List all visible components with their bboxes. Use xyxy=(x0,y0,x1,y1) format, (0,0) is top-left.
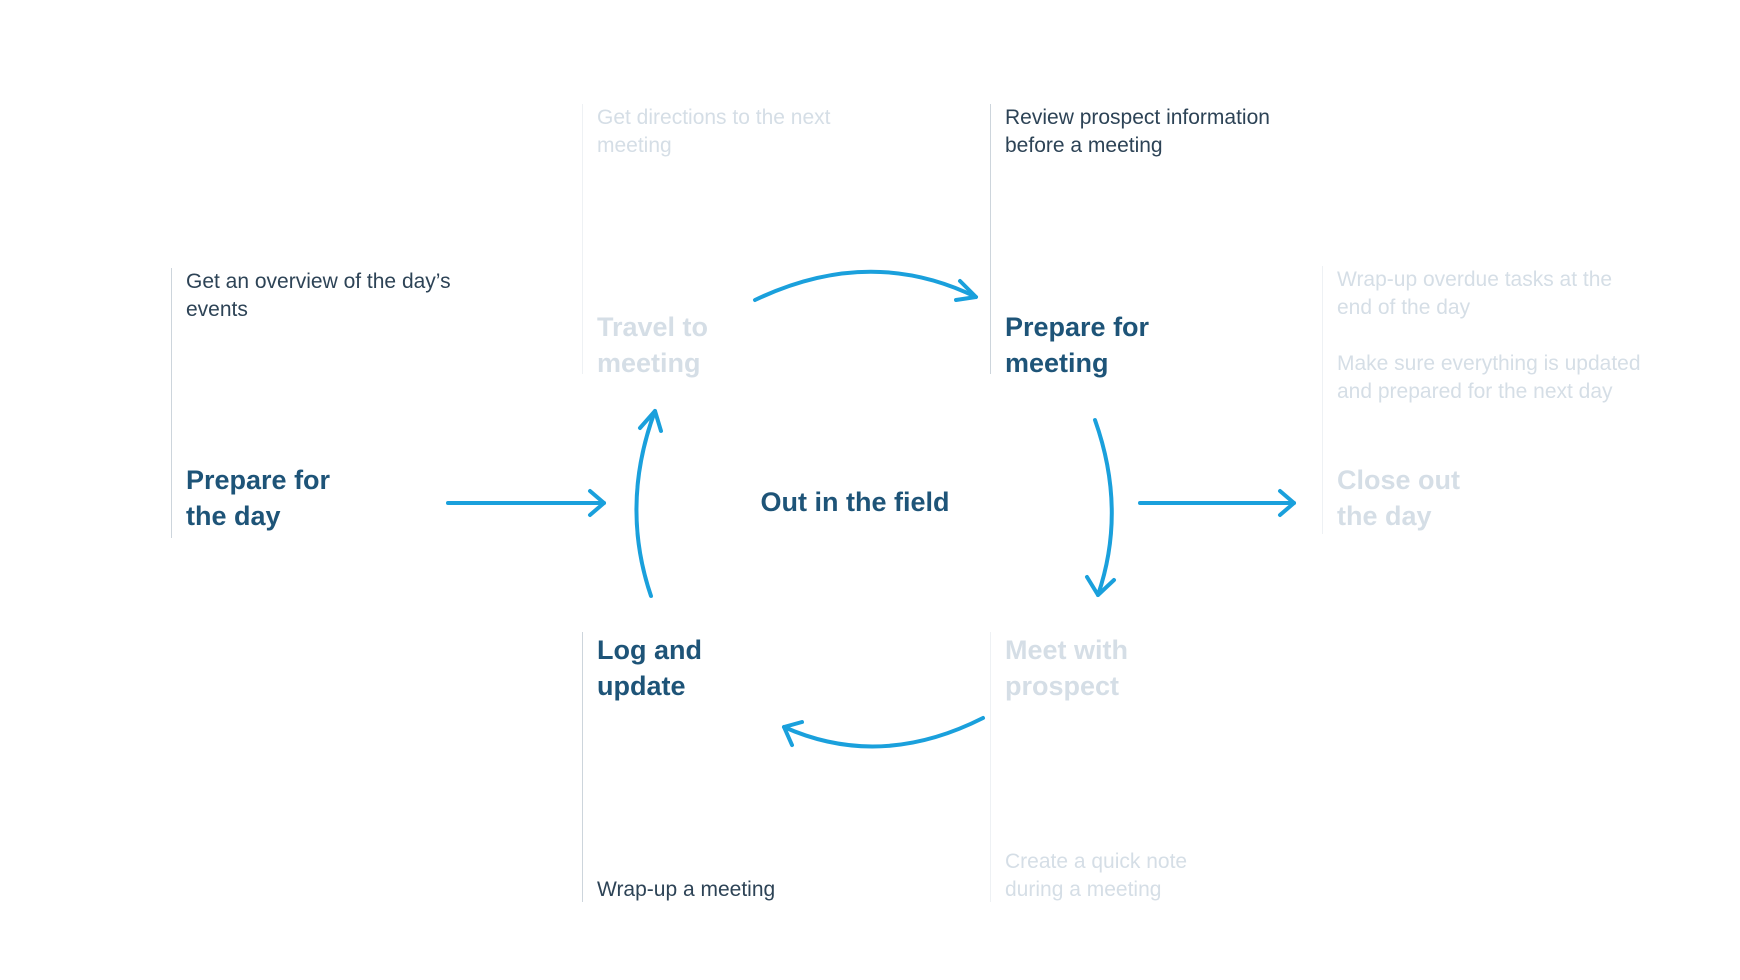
stage-travel-description: Get directions to the next meeting xyxy=(597,106,831,157)
stage-close-out: Wrap-up overdue tasks at the end of the … xyxy=(1322,266,1662,534)
arrow-prepare-to-meet xyxy=(1085,418,1116,597)
stage-travel-title: Travel to meeting xyxy=(597,312,709,378)
stage-log-update: Log and update Wrap-up a meeting xyxy=(582,632,852,902)
stage-prepare-meeting-title: Prepare for meeting xyxy=(1005,312,1150,378)
arrow-log-to-travel xyxy=(634,409,663,598)
stage-close-out-description-2: Make sure everything is updated and prep… xyxy=(1337,352,1641,403)
stage-prepare-meeting-description: Review prospect information before a mee… xyxy=(1005,106,1270,157)
arrow-meet-to-log xyxy=(782,716,985,749)
cycle-center-label: Out in the field xyxy=(760,487,950,517)
stage-meet-title: Meet with prospect xyxy=(1005,635,1129,701)
stage-travel-to-meeting: Get directions to the next meeting Trave… xyxy=(582,104,852,378)
arrow-travel-to-prepare xyxy=(753,269,978,302)
stage-prepare-day-description: Get an overview of the day’s events xyxy=(186,270,451,321)
stage-meet-description: Create a quick note during a meeting xyxy=(1005,850,1188,901)
arrow-cycle-to-close xyxy=(1138,489,1296,517)
stage-prepare-meeting: Review prospect information before a mee… xyxy=(990,104,1290,378)
stage-log-update-title: Log and update xyxy=(597,635,702,701)
stage-prepare-day: Get an overview of the day’s events Prep… xyxy=(171,268,471,538)
stage-meet-prospect: Meet with prospect Create a quick note d… xyxy=(990,632,1260,902)
arrow-start-to-cycle xyxy=(446,489,606,517)
stage-prepare-day-title: Prepare for the day xyxy=(186,465,331,531)
stage-close-out-title: Close out the day xyxy=(1337,465,1461,531)
stage-log-update-description: Wrap-up a meeting xyxy=(597,878,776,901)
stage-close-out-description-1: Wrap-up overdue tasks at the end of the … xyxy=(1337,268,1613,319)
